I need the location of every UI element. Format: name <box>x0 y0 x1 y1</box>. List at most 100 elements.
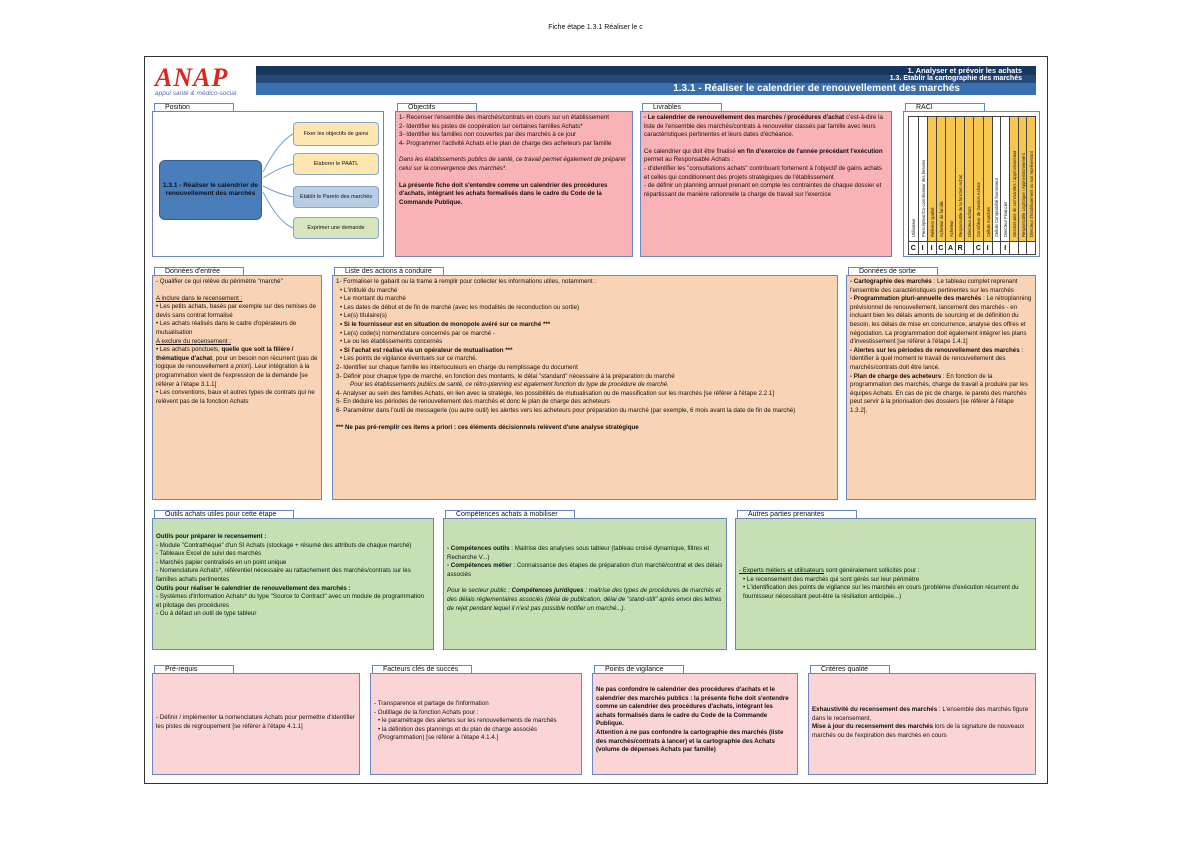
action-3-note: Pour les établissements publics de santé… <box>350 381 669 389</box>
competence-3b: Compétences juridiques <box>511 587 584 595</box>
sortie-1a: - Cartographie des marchés <box>850 278 932 285</box>
sheet-frame <box>144 56 1048 784</box>
action-item-8: • Si l'achat est réalisé via un opérateu… <box>340 346 513 354</box>
action-item-4: • Le(s) titulaire(s) <box>340 312 387 320</box>
position-node-objectifs[interactable]: Fixer les objectifs de gains <box>293 122 379 146</box>
raci-code-2: I <box>926 241 937 255</box>
livrable-1-text: c'est-à-dire la liste de l'ensemble des … <box>644 114 883 139</box>
action-2: 2- Identifier sur chaque famille les int… <box>336 363 578 371</box>
raci-role-6: Directeur achats <box>964 116 975 242</box>
raci-code-6 <box>964 241 975 255</box>
section-title-parties: Autres parties prenantes <box>737 510 857 519</box>
raci-role-label: Acheteur de famille <box>938 201 944 237</box>
entree-6d: a priori <box>230 363 250 371</box>
section-title-vigilance: Points de vigilance <box>594 665 684 674</box>
outils-5: - Nomenclature Achats*, référentiel néce… <box>156 567 411 583</box>
prerequis-box: - Définir / implémenter la nomenclature … <box>152 673 360 775</box>
critere-1a: Exhaustivité du recensement des marchés <box>812 706 938 713</box>
position-node-pareto[interactable]: Etablir le Pareto des marchés <box>293 186 379 208</box>
competence-2b: : Connaissance des étapes de préparation… <box>447 562 723 578</box>
section-title-livrables: Livrables <box>642 103 722 112</box>
actions-box: 1- Formaliser le gabarit ou la trame à r… <box>332 275 838 500</box>
sortie-2b: : Le rétroplanning prévisionnel de renou… <box>850 295 1032 346</box>
facteurs-box: - Transparence et partage de l'informati… <box>370 673 582 775</box>
competence-1: - Compétences outils : Maitrise des anal… <box>447 545 723 562</box>
section-title-prerequis: Pré-requis <box>154 665 234 674</box>
raci-role-2: Référent qualité <box>926 116 937 242</box>
parties-3: • L'identification des points de vigilan… <box>743 584 1019 600</box>
critere-2b: lors de la signature de nouveaux marchés… <box>812 723 1025 739</box>
outils-8: - Ou à défaut un outil de type tableur <box>156 610 257 618</box>
position-node-paatl[interactable]: Elaborer le PAATL <box>293 153 379 175</box>
action-4: 4- Analyser au sein des familles Achats,… <box>336 389 774 397</box>
facteur-2: - Outillage de la fonction Achats pour : <box>374 708 479 716</box>
livrable-2a: Ce calendrier qui doit être finalisé <box>644 147 738 155</box>
raci-role-label: Gestionnaire de commandes / approvisionn… <box>1011 150 1017 237</box>
livrable-1: - Le calendrier de renouvellement des ma… <box>644 114 888 140</box>
section-title-sortie: Données de sortie <box>848 267 938 276</box>
action-item-9: • Les points de vigilance éventuels sur … <box>340 355 478 363</box>
parties-1b: sont généralement sollicités pour : <box>823 567 920 574</box>
criteres-box: Exhaustivité du recensement des marchés … <box>808 673 1036 775</box>
action-item-3: • Les dates de début et de fin de marché… <box>340 303 580 311</box>
raci-code-1: I <box>917 241 928 255</box>
objectif-4: 4- Programmer l'activité Achats et le pl… <box>399 139 612 147</box>
header-step: 1.3.1 - Réaliser le calendrier de renouv… <box>256 83 1036 95</box>
section-title-facteurs: Facteurs clés de succès <box>372 665 472 674</box>
action-item-5: • Si le fournisseur est en situation de … <box>340 320 551 328</box>
entree-4: • Les achats réalisés dans le cadre d'op… <box>156 320 297 336</box>
sortie-4b: : En fonction de la programmation des ma… <box>850 372 1028 414</box>
raci-code-11 <box>1009 241 1019 255</box>
sortie-4: - Plan de charge des acheteurs : En fonc… <box>850 373 1032 416</box>
raci-code-12 <box>1017 241 1028 255</box>
entree-6c: , pour un besoin non récurrent (pas de l… <box>156 354 318 371</box>
raci-role-9: Cellule Comptabilité fournisseur <box>991 116 1002 242</box>
sortie-2: - Programmation pluri-annuelle des march… <box>850 295 1032 347</box>
section-title-criteres: Critères qualité <box>810 665 890 674</box>
raci-role-label: Responsable Logistique / Approvisionneme… <box>1020 153 1026 237</box>
raci-code-0: C <box>908 241 919 255</box>
raci-role-12: Responsable Logistique / Approvisionneme… <box>1017 116 1028 242</box>
livrable-2b: en fin d'exercice de l'année précédant l… <box>737 147 883 155</box>
sortie-2a: - Programmation pluri-annuelle des march… <box>850 295 982 303</box>
facteur-3: • le paramétrage des alertes sur les ren… <box>378 717 557 725</box>
vigilance-box: Ne pas confondre le calendrier des procé… <box>592 673 798 775</box>
raci-code-7: C <box>973 241 984 255</box>
livrable-3: - d'identifier les "consultations achats… <box>644 164 882 181</box>
position-node-demande[interactable]: Exprimer une demande <box>293 217 379 239</box>
entree-inclure: A inclure dans le recensement : <box>156 294 243 302</box>
sortie-1b: : Le tableau complet reprenant l'ensembl… <box>850 278 1018 294</box>
sortie-3b: : Identifier à quel moment le travail de… <box>850 346 1024 371</box>
action-1: 1- Formaliser le gabarit ou la trame à r… <box>336 278 596 285</box>
section-title-outils: Outils achats utiles pour cette étape <box>154 510 294 519</box>
raci-role-label: Cellule Comptabilité fournisseur <box>994 177 1000 237</box>
outils-box: Outils pour préparer le recensement : - … <box>152 518 434 650</box>
raci-code-10: I <box>1000 241 1011 255</box>
raci-code-9 <box>991 241 1002 255</box>
critere-2: Mise à jour du recensement des marchés l… <box>812 723 1032 740</box>
critere-2a: Mise à jour du recensement des marchés <box>812 723 934 731</box>
livrable-2: Ce calendrier qui doit être finalisé en … <box>644 148 888 165</box>
livrable-4: - de définir un planning annuel prenant … <box>644 182 882 198</box>
section-title-objectifs: Objectifs <box>397 103 477 112</box>
competence-2a: - Compétences métier <box>447 562 512 570</box>
section-title-raci: RACI <box>905 103 985 112</box>
raci-code-8: I <box>982 241 993 255</box>
competence-1a: - Compétences outils <box>447 545 510 552</box>
outils-1: Outils pour préparer le recensement : <box>156 533 267 540</box>
entree-6a: • Les achats ponctuels, <box>156 346 222 354</box>
outils-4: - Marchés papier centralisés en un point… <box>156 558 287 566</box>
section-title-actions: Liste des actions à conduire <box>334 267 444 276</box>
vigilance-2: Attention à ne pas confondre la cartogra… <box>596 728 784 754</box>
objectif-scope: La présente fiche doit s'entendre comme … <box>399 181 608 206</box>
raci-code-13 <box>1026 241 1036 255</box>
sortie-box: - Cartographie des marchés : Le tableau … <box>846 275 1036 500</box>
action-6: 6- Paramétrer dans l'outil de messagerie… <box>336 406 796 414</box>
competence-3a: Pour le secteur public : <box>447 587 512 595</box>
action-item-2: • Le montant du marché <box>340 295 406 303</box>
sortie-4a: - Plan de charge des acheteurs <box>850 372 942 380</box>
raci-role-label: Responsable de la fonction Achat <box>958 174 964 237</box>
action-5: 5- En déduire les périodes de renouvelle… <box>336 398 610 406</box>
